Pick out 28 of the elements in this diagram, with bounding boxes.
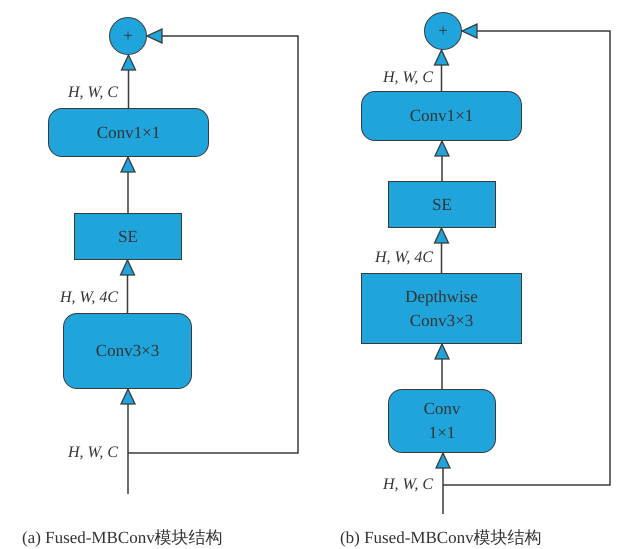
process-box: Conv1×1	[48, 108, 209, 157]
edge-label: H, W, C	[67, 84, 120, 102]
edge-label: H, W, 4C	[59, 289, 120, 307]
process-box: Conv1×1	[361, 91, 522, 141]
arrow	[435, 452, 451, 514]
edge-label: H, W, 4C	[374, 249, 434, 267]
sum-circle: +	[109, 17, 147, 55]
process-box: SE	[388, 181, 496, 228]
arrow	[434, 49, 450, 91]
process-box: Conv3×3	[63, 313, 192, 389]
caption: (a) Fused-MBConv模块结构	[22, 527, 223, 549]
arrow	[434, 140, 450, 181]
process-box: Conv 1×1	[388, 389, 496, 453]
arrow	[434, 343, 450, 389]
arrow	[120, 388, 136, 494]
edge-label: H, W, C	[67, 444, 120, 462]
arrow	[120, 54, 136, 108]
edge-label: H, W, C	[382, 476, 434, 494]
arrow	[120, 156, 136, 213]
process-box: SE	[74, 213, 182, 260]
caption: (b) Fused-MBConv模块结构	[340, 527, 542, 549]
process-box: Depthwise Conv3×3	[361, 273, 522, 344]
arrow	[434, 227, 450, 273]
arrow	[120, 259, 136, 313]
arrow	[128, 28, 299, 454]
sum-circle: +	[424, 12, 462, 50]
edge-label: H, W, C	[382, 69, 434, 87]
arrow	[443, 23, 611, 486]
